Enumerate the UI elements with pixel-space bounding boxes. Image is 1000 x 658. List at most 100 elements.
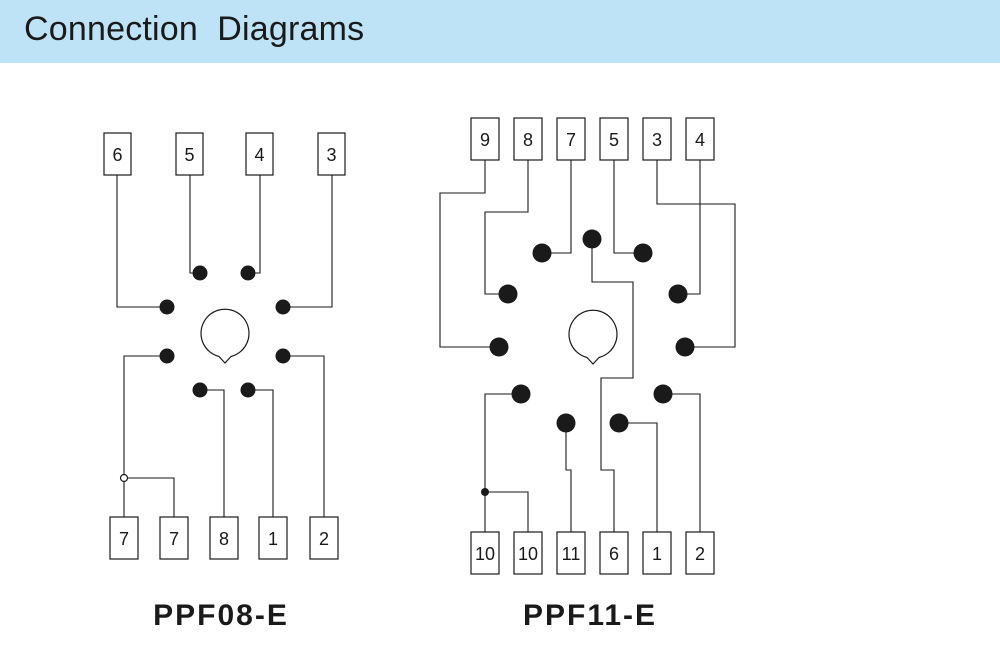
pin — [159, 299, 175, 315]
pin — [532, 243, 552, 263]
terminal-label: 1 — [268, 529, 278, 549]
terminal-label: 6 — [112, 145, 122, 165]
terminal-label: 3 — [326, 145, 336, 165]
pin — [633, 243, 653, 263]
wire-1 — [248, 389, 274, 517]
top-terminals-ppf08: 6 5 4 3 — [103, 132, 346, 176]
wire-6 — [116, 175, 167, 308]
terminal-label: 4 — [254, 145, 264, 165]
wire-8 — [200, 389, 225, 517]
terminal-label: 2 — [319, 529, 329, 549]
terminal-box — [599, 531, 629, 575]
wires-ppf11 — [439, 160, 736, 532]
wire-9 — [439, 160, 499, 348]
wire-5 — [613, 160, 643, 254]
terminal-box — [513, 531, 543, 575]
socket-key-ppf08 — [200, 308, 250, 364]
pin — [275, 299, 291, 315]
pin — [668, 284, 688, 304]
pin — [653, 384, 673, 404]
terminal-box — [556, 117, 586, 161]
terminal-box — [109, 516, 139, 560]
wire-10 — [484, 393, 521, 532]
wire-1 — [619, 422, 658, 532]
terminal-box — [470, 117, 500, 161]
header-bar: Connection Diagrams — [0, 0, 1000, 63]
wire-4 — [248, 175, 261, 274]
terminal-label: 7 — [566, 130, 576, 150]
pin — [192, 382, 208, 398]
terminal-label: 4 — [695, 130, 705, 150]
pin — [240, 382, 256, 398]
pin — [159, 348, 175, 364]
terminal-box — [642, 531, 672, 575]
junction-ppf08 — [119, 473, 129, 483]
terminal-label: 5 — [609, 130, 619, 150]
terminal-label: 8 — [523, 130, 533, 150]
terminal-box — [317, 132, 346, 176]
wire-5 — [189, 175, 200, 274]
wire-2 — [283, 355, 325, 517]
pins-ppf11 — [489, 229, 695, 433]
pin — [582, 229, 602, 249]
terminal-label: 7 — [169, 529, 179, 549]
pins-ppf08 — [159, 265, 291, 398]
terminal-label: 10 — [475, 544, 495, 564]
terminal-box — [685, 117, 715, 161]
terminal-label: 6 — [609, 544, 619, 564]
terminal-label: 2 — [695, 544, 705, 564]
wire-7b — [124, 477, 175, 517]
wire-3 — [283, 175, 333, 308]
wire-8 — [484, 160, 529, 295]
pin — [192, 265, 208, 281]
wire-10b — [485, 491, 529, 532]
page-title: Connection Diagrams — [24, 10, 365, 48]
terminal-label: 7 — [119, 529, 129, 549]
top-terminals-ppf11: 9 8 7 5 3 4 — [470, 117, 715, 161]
pin — [489, 337, 509, 357]
wire-7 — [123, 355, 167, 517]
terminal-label: 1 — [652, 544, 662, 564]
terminal-box — [245, 132, 274, 176]
pin — [511, 384, 531, 404]
diagram-ppf08: 6 5 4 3 7 7 8 1 2 PPF08-E — [103, 132, 346, 632]
terminal-box — [159, 516, 189, 560]
terminal-label: 9 — [480, 130, 490, 150]
wire-4 — [678, 160, 701, 295]
wire-7 — [542, 160, 572, 254]
terminal-box — [470, 531, 500, 575]
diagram-ppf11: 9 8 7 5 3 4 10 10 11 6 1 2 PPF11-E — [439, 117, 736, 632]
wire-11 — [565, 423, 572, 532]
terminal-box — [258, 516, 288, 560]
pin — [675, 337, 695, 357]
wire-6 — [591, 239, 634, 532]
socket-key-ppf11 — [568, 309, 618, 365]
pin — [609, 413, 629, 433]
bottom-terminals-ppf08: 7 7 8 1 2 — [109, 516, 339, 560]
terminal-box — [642, 117, 672, 161]
terminal-box — [103, 132, 132, 176]
pin — [556, 413, 576, 433]
pin — [240, 265, 256, 281]
terminal-label: 11 — [562, 544, 581, 564]
wire-2 — [663, 393, 701, 532]
model-label-ppf08: PPF08-E — [153, 599, 289, 632]
terminal-box — [175, 132, 204, 176]
terminal-label: 10 — [518, 544, 538, 564]
pin — [275, 348, 291, 364]
wire-3 — [656, 160, 736, 348]
bottom-terminals-ppf11: 10 10 11 6 1 2 — [470, 531, 715, 575]
pin — [498, 284, 518, 304]
terminal-box — [209, 516, 239, 560]
junction-ppf11 — [481, 488, 489, 496]
terminal-box — [685, 531, 715, 575]
terminal-box — [556, 531, 586, 575]
model-label-ppf11: PPF11-E — [523, 599, 657, 632]
terminal-label: 8 — [219, 529, 229, 549]
terminal-box — [513, 117, 543, 161]
terminal-box — [599, 117, 629, 161]
wires-ppf08 — [116, 175, 333, 517]
terminal-label: 3 — [652, 130, 662, 150]
terminal-box — [309, 516, 339, 560]
